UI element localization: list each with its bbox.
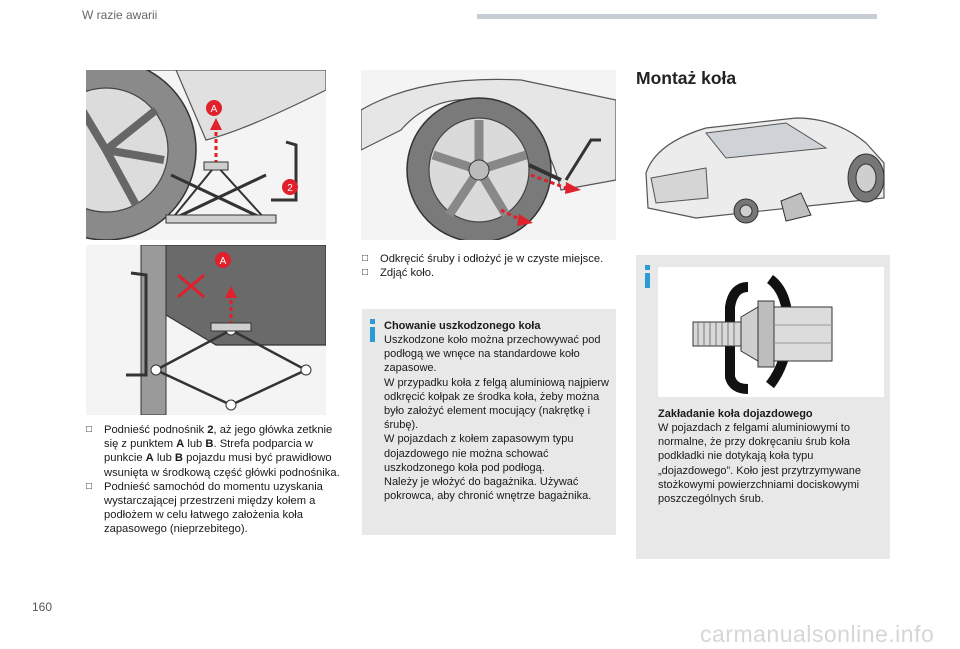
list-item: □ Podnieść podnośnik 2, aż jego główka z… (86, 424, 340, 479)
info-title: Zakładanie koła dojazdowego (658, 408, 813, 420)
checkbox-bullet-icon: □ (362, 253, 369, 264)
checkbox-bullet-icon: □ (362, 267, 369, 279)
info-text: W pojazdach z felgami aluminiowymi to no… (658, 422, 861, 506)
jack-number-label: 2 (287, 183, 293, 194)
list-item: □ Odkręcić śruby i odłożyć je w czyste m… (362, 253, 604, 265)
wheel-bolt-illustration (658, 267, 884, 397)
section-title: Montaż koła (636, 68, 737, 88)
checkbox-bullet-icon: □ (86, 480, 93, 492)
section-header: W razie awarii (82, 8, 158, 22)
page-number: 160 (32, 600, 53, 614)
damaged-wheel-info-box: Chowanie uszkodzonego koła Uszkodzone ko… (362, 309, 616, 535)
jack-lift-illustration: A 2 (86, 70, 326, 240)
info-icon (645, 265, 650, 289)
jack-number-marker (282, 179, 298, 195)
point-a-label-2: A (220, 256, 227, 267)
jack-instructions-list: □ Podnieść podnośnik 2, aż jego główka z… (86, 423, 344, 537)
spare-wheel-info-box: Zakładanie koła dojazdowego W pojazdach … (636, 255, 890, 559)
info-title: Chowanie uszkodzonego koła (384, 320, 541, 332)
list-item: □ Podnieść samochód do momentu uzyskania… (86, 480, 323, 536)
header-bar (477, 14, 877, 19)
wheel-removal-list: □ Odkręcić śruby i odłożyć je w czyste m… (362, 252, 612, 280)
list-item: □ Zdjąć koło. (362, 267, 435, 280)
point-a-marker-2 (215, 252, 231, 268)
info-text: Uszkodzone koło można przechowywać pod p… (384, 334, 609, 503)
checkbox-bullet-icon: □ (86, 424, 93, 435)
point-a-label: A (211, 104, 218, 115)
wheel-removal-illustration (361, 70, 616, 240)
jack-head-detail-illustration: A (86, 245, 326, 415)
car-wheel-mounting-illustration (636, 103, 891, 243)
point-a-marker (206, 100, 222, 116)
info-icon (370, 319, 375, 343)
watermark: carmanualsonline.info (700, 621, 935, 647)
